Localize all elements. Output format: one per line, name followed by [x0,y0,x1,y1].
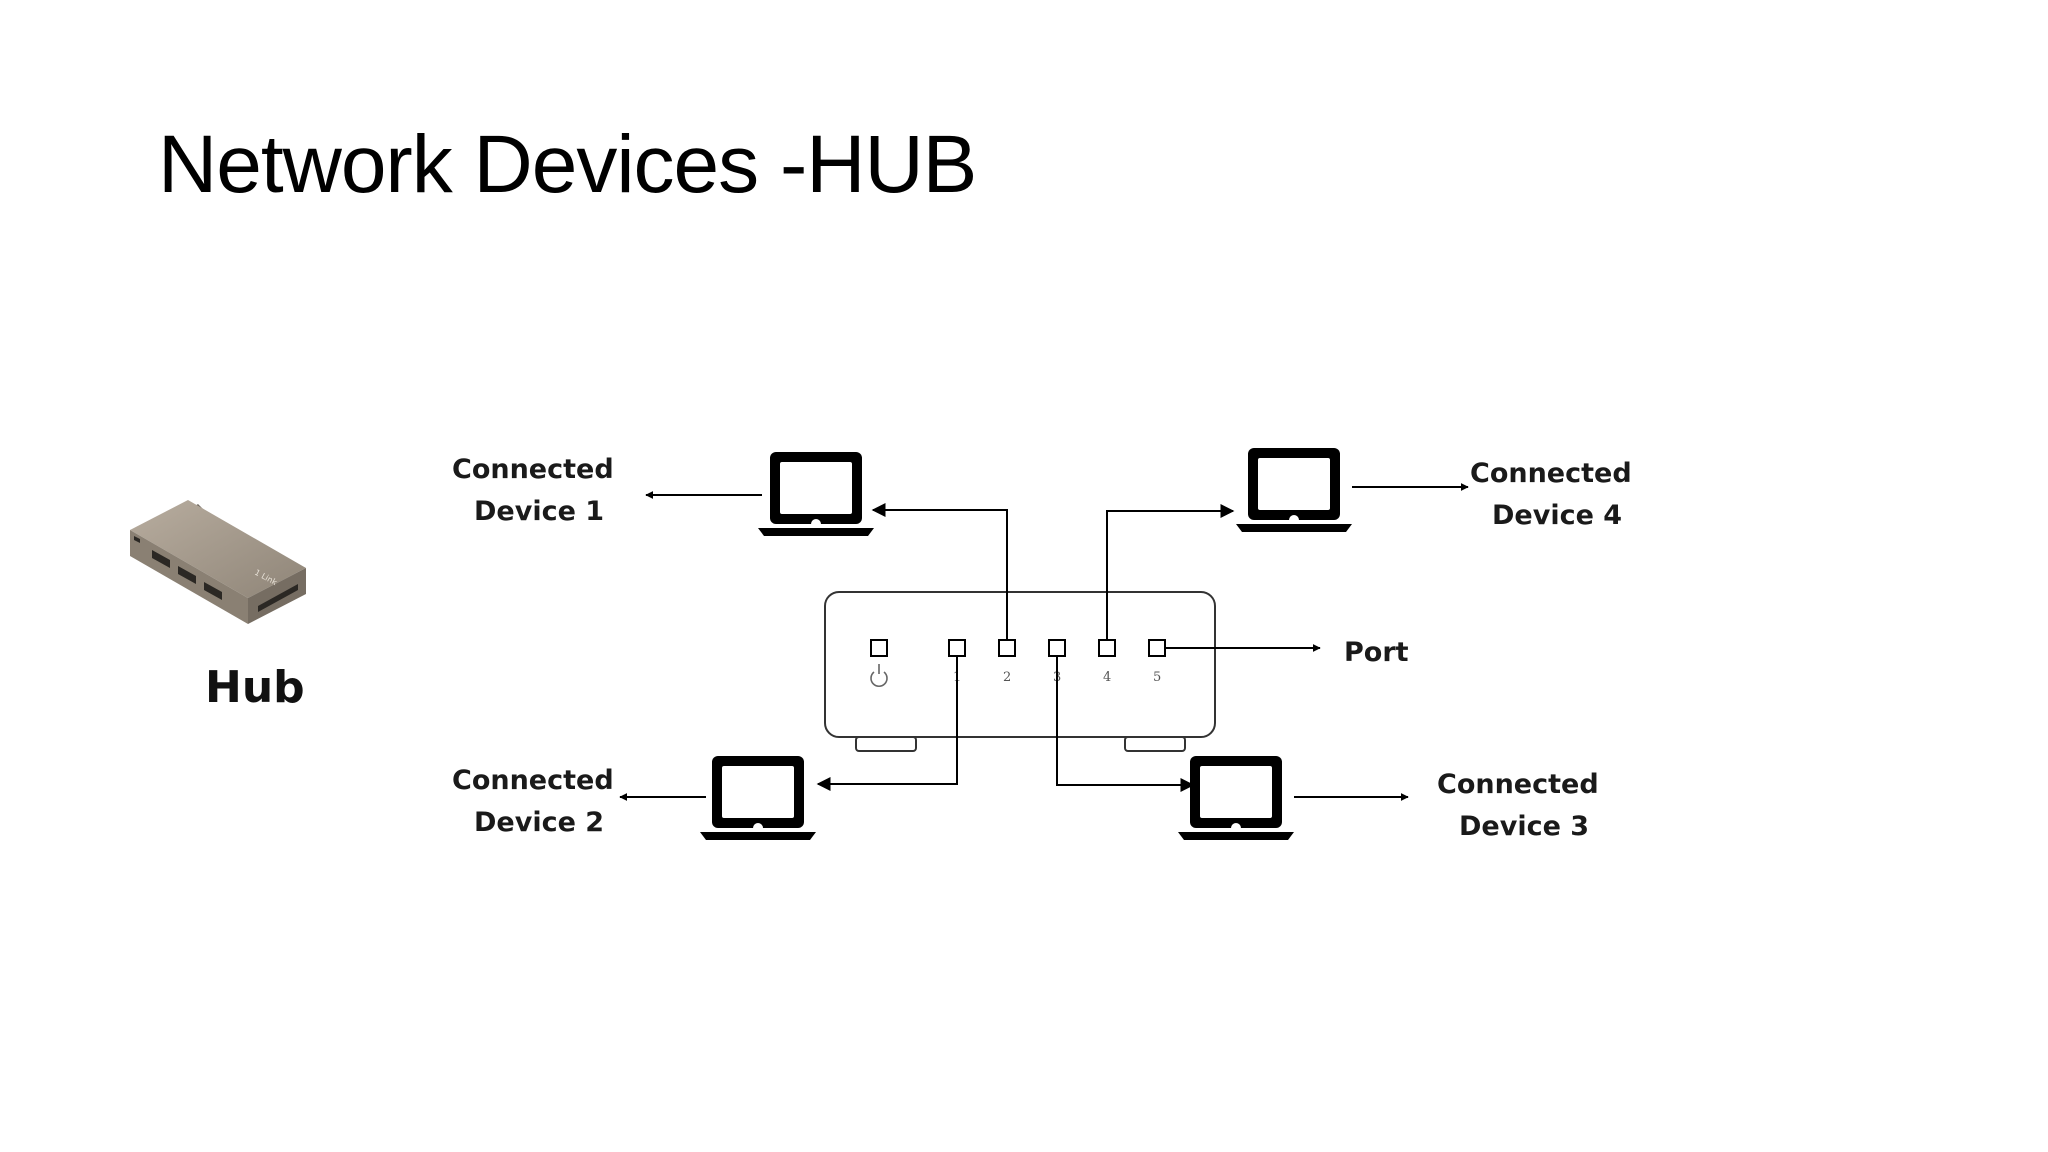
laptop-icon [758,452,874,536]
connector-port3-device3 [1056,656,1195,792]
laptop-icon [1236,448,1352,532]
device4-label-line2: Device 4 [1492,500,1622,531]
hub-port-3 [1048,639,1066,657]
connector-port4-device4 [1106,504,1235,640]
device3-label-line2: Device 3 [1459,811,1589,842]
device2-label-line2: Device 2 [474,807,604,838]
device1-label-line1: Connected [452,454,614,485]
port-number: 4 [1103,670,1111,685]
device2-label-line1: Connected [452,765,614,796]
port-number: 5 [1153,670,1161,685]
connector-port1-device2 [816,656,958,791]
laptop-icon [700,756,816,840]
hub-box: 1 2 3 4 5 [824,591,1216,752]
device4-label-line1: Connected [1470,458,1632,489]
power-icon [870,664,888,687]
hub-port-2 [998,639,1016,657]
slide-title: Network Devices -HUB [158,119,977,210]
device1-label-line2: Device 1 [474,496,604,527]
connector-port2-device1 [871,503,1008,640]
hub-port-4 [1098,639,1116,657]
port-label: Port [1344,637,1409,668]
hub-caption: Hub [205,662,305,713]
laptop-icon [1178,756,1294,840]
hub-port-1 [948,639,966,657]
usb-hub-photo: 1 Link [130,500,306,624]
port-number: 2 [1003,670,1011,685]
device3-label-line1: Connected [1437,769,1599,800]
hub-port-5 [1148,639,1166,657]
